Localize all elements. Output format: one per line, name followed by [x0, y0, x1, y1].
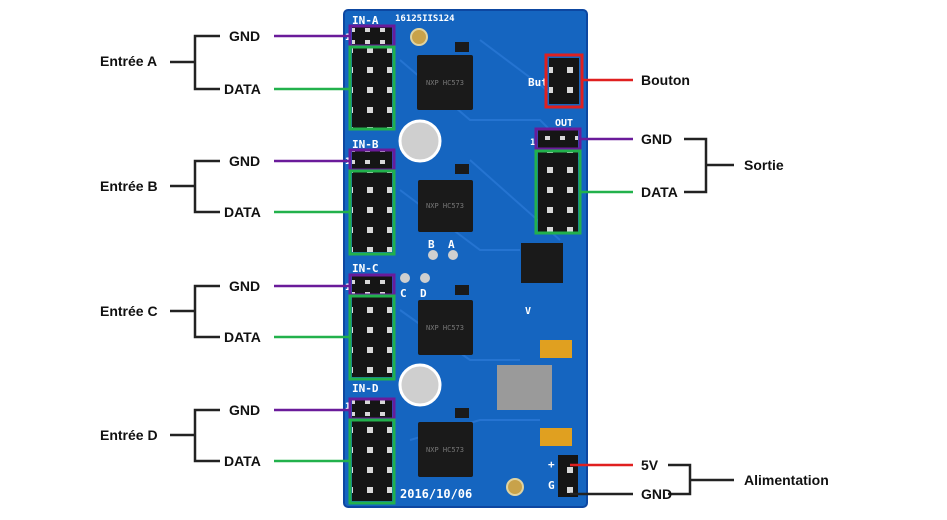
label-gnd-out: GND	[641, 131, 672, 147]
jumper-label-d: D	[420, 287, 427, 300]
round-pad	[398, 363, 442, 407]
header-button	[549, 58, 579, 104]
svg-text:NXP HC573: NXP HC573	[426, 79, 464, 87]
label-entree-b: Entrée B	[100, 178, 158, 194]
jumper-label-a: A	[448, 238, 455, 251]
jumper-pad	[448, 250, 458, 260]
ic-chip-small	[521, 243, 563, 283]
header-data-out	[538, 152, 578, 232]
in-a-label: IN-A	[352, 14, 379, 27]
pin1-mark: 1	[345, 33, 350, 43]
header-gnd-a	[352, 27, 392, 45]
jumper-pad	[400, 273, 410, 283]
board-marking: 16125IIS124	[395, 14, 455, 24]
label-gnd-power: GND	[641, 486, 672, 502]
ic-chip: NXP HC573	[418, 422, 473, 477]
ic-chip: NXP HC573	[418, 180, 473, 232]
label-5v: 5V	[641, 457, 659, 473]
mount-hole	[506, 478, 524, 496]
header-gnd-out	[538, 130, 578, 148]
svg-text:NXP HC573: NXP HC573	[426, 202, 464, 210]
header-data-a	[352, 48, 392, 128]
plus-mark: +	[548, 458, 555, 471]
capacitor	[540, 428, 572, 446]
header-gnd-b	[352, 151, 392, 169]
label-data-d: DATA	[224, 453, 261, 469]
board-date: 2016/10/06	[400, 487, 472, 501]
header-data-b	[352, 172, 392, 252]
label-gnd-b: GND	[229, 153, 260, 169]
in-c-label: IN-C	[352, 262, 379, 275]
svg-text:NXP HC573: NXP HC573	[426, 324, 464, 332]
ic-chip: NXP HC573	[418, 300, 473, 355]
brackets	[170, 34, 734, 496]
g-mark: G	[548, 479, 555, 492]
ic-chip: NXP HC573	[417, 55, 473, 110]
label-data-out: DATA	[641, 184, 678, 200]
pcb-board: 16125IIS124 2016/10/06 NXP HC573 NXP HC5…	[343, 9, 588, 508]
pin1-mark: 1	[530, 138, 535, 148]
but-label: But	[528, 76, 548, 89]
pin1-mark: 1	[345, 402, 350, 412]
in-b-label: IN-B	[352, 138, 379, 151]
smd-component	[455, 285, 469, 295]
pin1-mark: 1	[345, 283, 350, 293]
jumper-pad	[420, 273, 430, 283]
smd-component	[455, 408, 469, 418]
label-gnd-c: GND	[229, 278, 260, 294]
capacitor	[540, 340, 572, 358]
label-bouton: Bouton	[641, 72, 690, 88]
svg-text:NXP HC573: NXP HC573	[426, 446, 464, 454]
label-gnd-a: GND	[229, 28, 260, 44]
v-mark: V	[525, 306, 531, 317]
label-data-b: DATA	[224, 204, 261, 220]
label-entree-a: Entrée A	[100, 53, 157, 69]
jumper-pad	[428, 250, 438, 260]
smd-component	[455, 42, 469, 52]
label-entree-c: Entrée C	[100, 303, 158, 319]
header-gnd-c	[352, 276, 392, 294]
voltage-regulator	[497, 365, 552, 410]
label-data-a: DATA	[224, 81, 261, 97]
header-data-c	[352, 297, 392, 377]
label-gnd-d: GND	[229, 402, 260, 418]
smd-component	[455, 164, 469, 174]
mount-hole	[410, 28, 428, 46]
jumper-label-c: C	[400, 287, 407, 300]
round-pad	[398, 119, 442, 163]
label-sortie: Sortie	[744, 157, 784, 173]
header-data-d	[352, 421, 392, 501]
label-data-c: DATA	[224, 329, 261, 345]
label-entree-d: Entrée D	[100, 427, 158, 443]
label-alimentation: Alimentation	[744, 472, 829, 488]
header-gnd-d	[352, 400, 392, 418]
header-power	[558, 455, 578, 497]
out-label: OUT	[555, 118, 573, 129]
jumper-label-b: B	[428, 238, 435, 251]
leader-lines	[274, 34, 633, 496]
in-d-label: IN-D	[352, 382, 379, 395]
labels: Entrée A Entrée B Entrée C Entrée D GND …	[100, 28, 829, 502]
